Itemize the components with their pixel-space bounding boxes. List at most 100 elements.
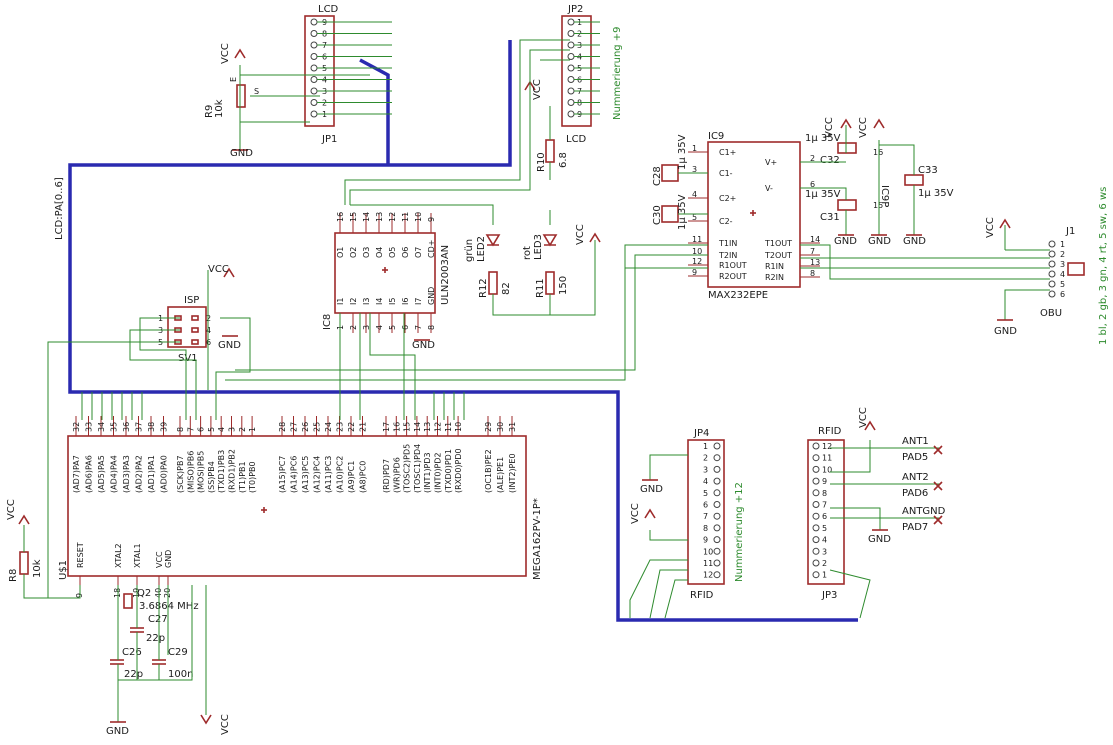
led2-color: grün (464, 239, 475, 262)
ic9-left-6: R1OUT (719, 261, 747, 270)
pad-label-PAD5: PAD5 (902, 452, 928, 463)
jp4-ref: JP4 (693, 428, 709, 439)
r8-ref: R8 (8, 569, 19, 582)
isp-pin-4: 4 (206, 326, 211, 335)
pad-x-ANT2 (933, 481, 943, 491)
c31-gnd: GND (834, 236, 857, 247)
jp2-pad-2 (567, 30, 575, 37)
j1-note: 1 bl, 2 gb, 3 gn, 4 rt, 5 sw, 6 ws (1098, 187, 1109, 345)
jp1-pad-4 (310, 76, 318, 83)
jp3-pin-2: 2 (822, 559, 827, 568)
ic8-pinnum-4: 4 (375, 325, 384, 330)
r9-wiper: S (254, 87, 259, 96)
ic9-pinnum-12: 12 (692, 257, 702, 266)
mcu-pinnum-38: 38 (147, 422, 156, 432)
mcu-pinname-29: (OC1B)PE2 (484, 449, 493, 493)
header-jp4: JP4 RFID Nummerierung +12 12345678910111… (630, 428, 745, 601)
jp1-pad-9 (310, 18, 318, 26)
mcu-pinname-34: (AD5)PA5 (97, 455, 106, 493)
r9-gnd: GND (230, 148, 253, 159)
ic9-power-ref: IC9P (879, 185, 890, 207)
lcd-header-title: LCD (318, 4, 339, 15)
j1-pad-5 (1048, 280, 1056, 288)
jp2-pad-5 (567, 64, 575, 72)
led3-color: rot (522, 246, 533, 260)
c32-vcc: VCC (824, 117, 835, 138)
mcu-pinnum-13: 13 (423, 422, 432, 432)
jp3-pad-1 (812, 571, 820, 579)
ic8-value: ULN2003AN (440, 245, 451, 305)
pot-r9: R9 10k S E VCC GND (204, 43, 370, 159)
jp3-pad-9 (812, 477, 820, 485)
led-vcc: VCC (575, 224, 586, 245)
r10-resistor: R10 6.8 VCC (524, 79, 569, 180)
jp3-pin-6: 6 (822, 512, 827, 521)
j1-ref: J1 (1065, 226, 1075, 237)
jp4-pad-3 (713, 465, 721, 473)
j1-label: OBU (1040, 308, 1062, 319)
mcu-pinname-7: (MISO)PB6 (186, 451, 195, 493)
mcu-pinnum-37: 37 (135, 422, 144, 432)
jp4-pin-6: 6 (703, 501, 708, 510)
reset-r8: VCC R8 10k (6, 499, 81, 599)
jp3-vcc: VCC (858, 407, 869, 428)
jp3-pad-7 (812, 501, 820, 508)
jp4-pad-11 (713, 559, 721, 567)
j1-pad-2 (1048, 250, 1056, 258)
jp3-pad-3 (812, 547, 820, 555)
r9-ref: R9 (204, 105, 215, 118)
isp-title: ISP (184, 295, 199, 306)
isp-pad-6 (191, 339, 199, 345)
led2-ref: LED2 (476, 236, 487, 262)
jp4-pin-12: 12 (703, 571, 713, 580)
mcu-pinname-21: (A8)PC0 (359, 461, 368, 493)
jp3-pin-3: 3 (822, 547, 827, 556)
mcu-pinnum-16: 16 (392, 422, 401, 432)
pad-label-ANT1: ANT1 (902, 436, 929, 447)
j1-obu-connector: J1 OBU 1 bl, 2 gb, 3 gn, 4 rt, 5 sw, 6 w… (800, 187, 1109, 345)
r9-vcc: VCC (220, 43, 231, 64)
isp-pin-2: 2 (206, 314, 211, 323)
mcu-bname-4: GND (164, 550, 173, 568)
ic8-in-2: I3 (362, 298, 371, 305)
ic8-pinnum-12: 12 (388, 212, 397, 222)
mcu-pinname-36: (AD3)PA3 (122, 455, 131, 493)
mcu-pinname-2: (T1)PB1 (238, 461, 247, 493)
mcu-pinname-38: (AD1)PA1 (147, 455, 156, 493)
pad-x-ANT1 (933, 445, 943, 455)
ic8-out-5: O6 (401, 247, 410, 258)
signal-wires (47, 39, 871, 619)
mcu-pinname-22: (A9)PC1 (347, 461, 356, 493)
jp3-pad-4 (812, 536, 820, 544)
jp4-pin-4: 4 (703, 477, 708, 486)
bus-label: LCD:PA[0..6] (54, 177, 65, 240)
jp4-pad-10 (713, 547, 721, 555)
pad-label-ANT2: ANT2 (902, 472, 929, 483)
ic8-pinnum-15: 15 (349, 212, 358, 222)
c33-gnd: GND (903, 236, 926, 247)
ic9-ref: IC9 (708, 131, 724, 142)
mcu-pinname-37: (AD2)PA2 (135, 455, 144, 493)
mcu-pinnum-1: 1 (248, 427, 257, 432)
jp4-gnd: GND (640, 484, 663, 495)
pad-label-PAD6: PAD6 (902, 488, 928, 499)
ic9p-pin-16: 16 (873, 148, 883, 157)
c26-val: 22p (124, 669, 143, 680)
mcu-pinnum-21: 21 (359, 422, 368, 432)
jp4-pad-12 (713, 571, 721, 579)
mcu-pinnum-25: 25 (313, 422, 322, 432)
ic9-left-4: T1IN (718, 239, 737, 248)
jp3-pin-9: 9 (822, 477, 827, 486)
mcu-pinname-3: (RXD1)PB2 (228, 449, 237, 493)
mcu-bname-1: XTAL2 (114, 543, 123, 568)
jp4-pin-11: 11 (703, 559, 713, 568)
jp3-pin-1: 1 (822, 571, 827, 580)
ic8-ref: IC8 (322, 314, 333, 330)
ic9-pinnum-3: 3 (692, 165, 697, 174)
mcu-pinnum-22: 22 (347, 422, 356, 432)
ic9-pinnum-5: 5 (692, 213, 697, 222)
mcu-pinnum-39: 39 (160, 422, 169, 432)
mcu-pinname-10: (RXD0)PD0 (454, 448, 463, 493)
